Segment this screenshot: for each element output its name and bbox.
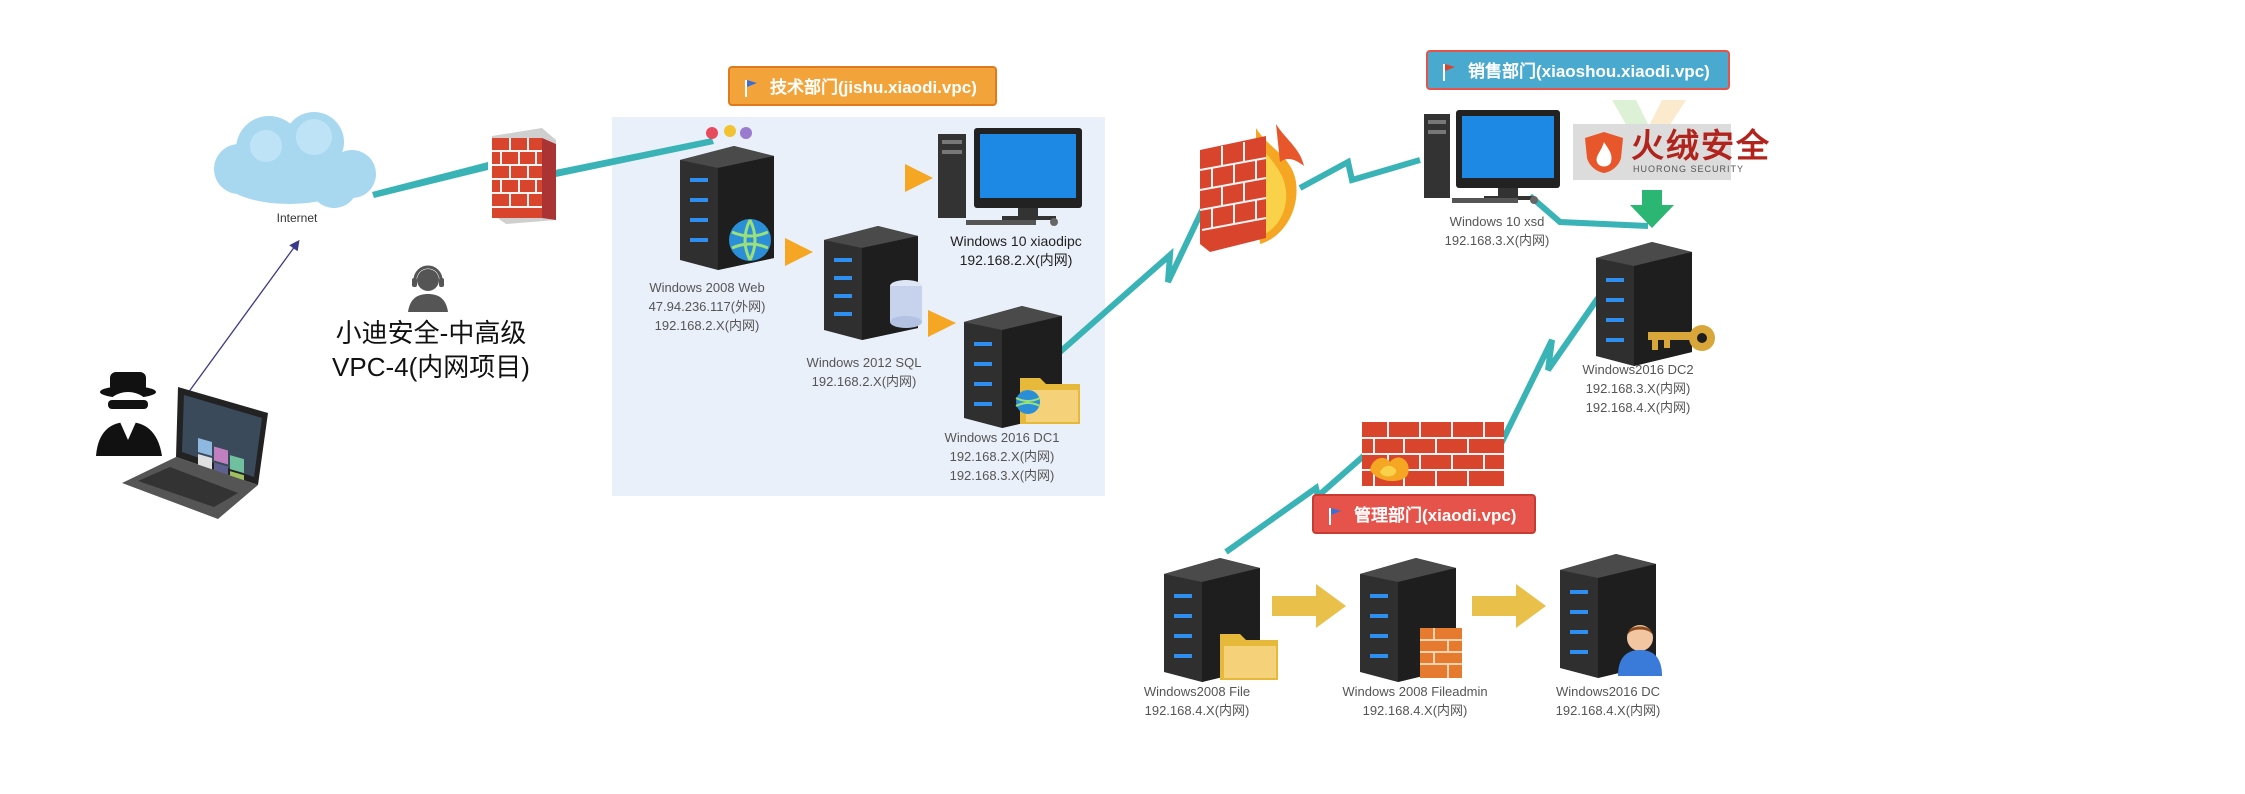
dc1-server-icon bbox=[964, 306, 1080, 428]
huorong-arrow bbox=[1630, 190, 1674, 228]
flame-firewall-icon bbox=[1199, 124, 1304, 252]
sales-dept-label: 销售部门(xiaoshou.xiaodi.vpc) bbox=[1468, 62, 1710, 81]
xsd-dc2-link bbox=[1528, 193, 1649, 229]
flag-icon bbox=[745, 80, 757, 97]
mgmt-dept-label: 管理部门(xiaodi.vpc) bbox=[1354, 506, 1517, 525]
firewall2-xsd-link bbox=[1298, 157, 1421, 191]
mgmt-dept-badge: 管理部门(xiaodi.vpc) bbox=[1312, 494, 1537, 534]
flame-firewall-icon-mgmt bbox=[1362, 422, 1504, 486]
firewall-icon bbox=[492, 128, 556, 224]
dc2-server-icon bbox=[1596, 242, 1715, 366]
arrow-file-to-fileadmin bbox=[1272, 584, 1346, 628]
laptop-icon bbox=[122, 387, 268, 519]
arrow-fileadmin-to-dc bbox=[1472, 584, 1546, 628]
tech-dept-badge: 技术部门(jishu.xiaodi.vpc) bbox=[728, 66, 997, 106]
dc1-firewall2-link bbox=[1058, 196, 1211, 355]
laptop-internet-link bbox=[187, 239, 300, 394]
title-line-1: 小迪安全-中高级 bbox=[335, 318, 527, 348]
arrow-sql-to-dc1 bbox=[928, 310, 956, 337]
huorong-brand: 火绒安全 bbox=[1631, 127, 1771, 164]
file-server-icon bbox=[1164, 558, 1278, 682]
headset-agent-icon bbox=[408, 265, 448, 312]
title-line-2: VPC-4(内网项目) bbox=[332, 352, 530, 382]
huorong-shield-icon bbox=[1585, 132, 1623, 173]
desktop-pc-icon bbox=[938, 128, 1082, 226]
internet-label: Internet bbox=[276, 211, 318, 225]
web-server-icon bbox=[680, 125, 774, 270]
fileadmin-server-icon bbox=[1360, 558, 1462, 682]
huorong-security-logo: 火绒安全 HUORONG SECURITY bbox=[1573, 124, 1769, 180]
internet-firewall-link bbox=[372, 162, 488, 198]
diagram-title: 小迪安全-中高级 VPC-4(内网项目) bbox=[332, 316, 530, 384]
huorong-sub: HUORONG SECURITY bbox=[1633, 164, 1745, 174]
flag-icon bbox=[1443, 64, 1455, 81]
sql-server-icon bbox=[824, 226, 922, 340]
hacker-icon bbox=[96, 372, 162, 456]
dc2-firewall3-link bbox=[1495, 296, 1601, 452]
xsd-desktop-pc-icon bbox=[1424, 110, 1560, 204]
arrow-sql-to-win10 bbox=[905, 164, 933, 192]
firewall-web-link bbox=[555, 138, 714, 177]
huorong-beam-right bbox=[1648, 100, 1686, 128]
huorong-beam-left bbox=[1612, 100, 1650, 128]
tech-dept-label: 技术部门(jishu.xiaodi.vpc) bbox=[770, 78, 977, 97]
mgmt-dc-server-icon bbox=[1560, 554, 1662, 678]
firewall3-file-link bbox=[1224, 443, 1377, 555]
arrow-web-to-sql bbox=[785, 238, 813, 266]
flag-icon bbox=[1329, 508, 1341, 525]
sales-dept-badge: 销售部门(xiaoshou.xiaodi.vpc) bbox=[1426, 50, 1730, 90]
internet-cloud-icon bbox=[214, 112, 376, 208]
